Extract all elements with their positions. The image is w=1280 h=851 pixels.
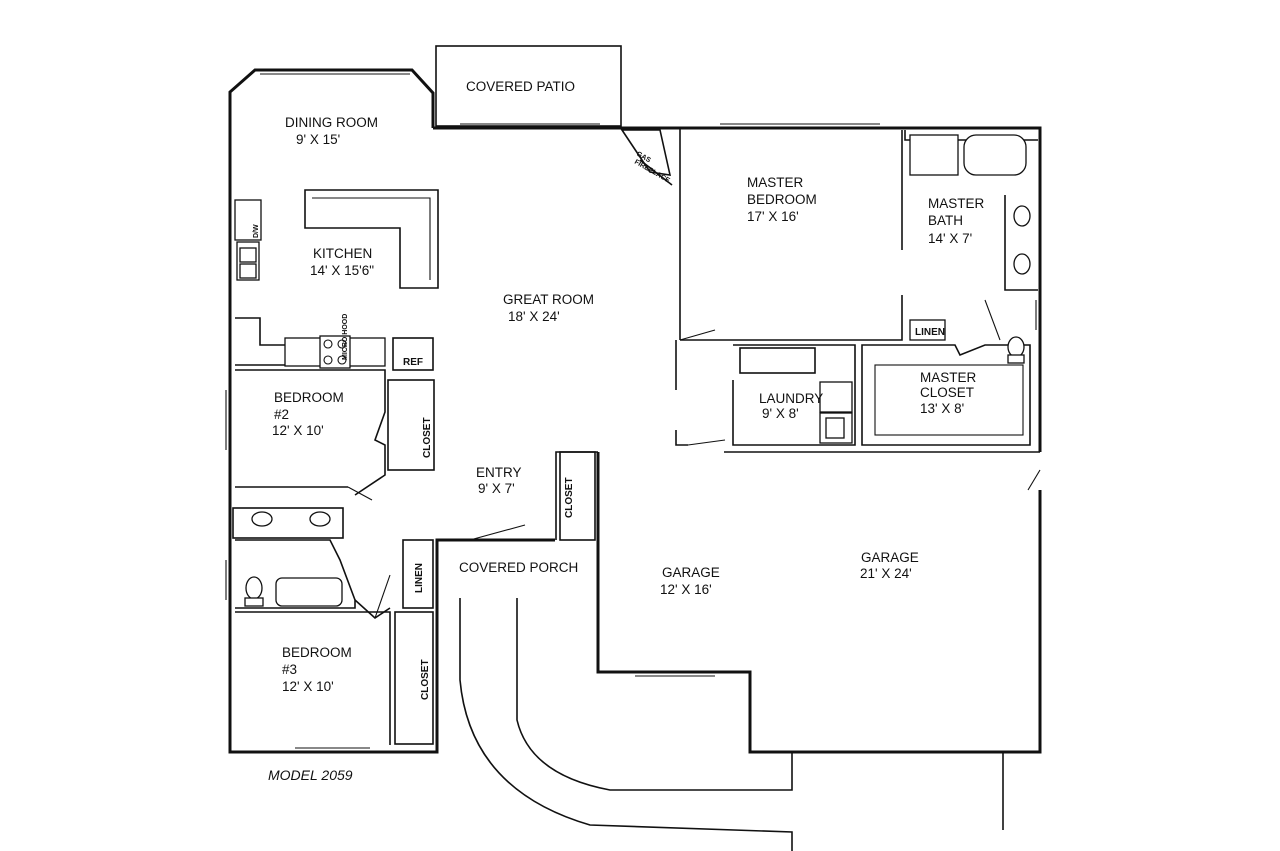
bedroom3-label-1: BEDROOM [282, 645, 352, 660]
bedroom2-label-1: BEDROOM [274, 390, 344, 405]
room-labels: COVERED PATIO DINING ROOM 9' X 15' KITCH… [272, 79, 985, 694]
bed2-closet-label: CLOSET [422, 417, 433, 458]
master-bedroom-size: 17' X 16' [747, 209, 799, 224]
master-linen-label: LINEN [915, 327, 945, 338]
garage-small-size: 12' X 16' [660, 582, 712, 597]
bedroom2-label-2: #2 [274, 407, 289, 422]
entry-size: 9' X 7' [478, 481, 515, 496]
garage-small-label: GARAGE [662, 565, 720, 580]
exterior-walls [228, 68, 1042, 754]
master-closet-label-1: MASTER [920, 370, 977, 385]
entry-closet-label: CLOSET [564, 477, 575, 518]
laundry-label: LAUNDRY [759, 391, 823, 406]
master-bath-label-2: BATH [928, 213, 963, 228]
dw-label: D/W [253, 224, 260, 238]
garage-large-size: 21' X 24' [860, 566, 912, 581]
fireplace-icon [620, 129, 672, 176]
kitchen-fixtures [234, 189, 439, 371]
kitchen-size: 14' X 15'6" [310, 263, 374, 278]
hood-label: MICRO HOOD [342, 314, 349, 360]
kitchen-label: KITCHEN [313, 246, 372, 261]
windows [225, 73, 1037, 749]
driveway [459, 598, 1004, 851]
entry-label: ENTRY [476, 465, 522, 480]
master-closet-label-2: CLOSET [920, 385, 974, 400]
bedroom3-size: 12' X 10' [282, 679, 334, 694]
great-room-label: GREAT ROOM [503, 292, 594, 307]
model-label: MODEL 2059 [268, 767, 353, 783]
master-bedroom-label-1: MASTER [747, 175, 804, 190]
master-closet-size: 13' X 8' [920, 401, 964, 416]
doors [347, 299, 1041, 619]
laundry-size: 9' X 8' [762, 406, 799, 421]
great-room-size: 18' X 24' [508, 309, 560, 324]
dining-size: 9' X 15' [296, 132, 340, 147]
bed3-closet-label: CLOSET [420, 659, 431, 700]
laundry-appliances [819, 381, 853, 444]
master-linen-box [909, 319, 946, 341]
dining-label: DINING ROOM [285, 115, 378, 130]
covered-patio [435, 45, 622, 127]
interior-walls [232, 130, 1038, 745]
linen-label: LINEN [414, 563, 425, 593]
patio-label: COVERED PATIO [466, 79, 575, 94]
bath-fixtures [244, 205, 1031, 607]
bedroom3-label-2: #3 [282, 662, 297, 677]
master-bath-size: 14' X 7' [928, 231, 972, 246]
bedroom2-size: 12' X 10' [272, 423, 324, 438]
ref-label: REF [403, 357, 423, 368]
master-bedroom-label-2: BEDROOM [747, 192, 817, 207]
master-bath-label-1: MASTER [928, 196, 985, 211]
fireplace-label-2: FIREPLACE [633, 159, 671, 185]
garage-large-label: GARAGE [861, 550, 919, 565]
porch-label: COVERED PORCH [459, 560, 578, 575]
